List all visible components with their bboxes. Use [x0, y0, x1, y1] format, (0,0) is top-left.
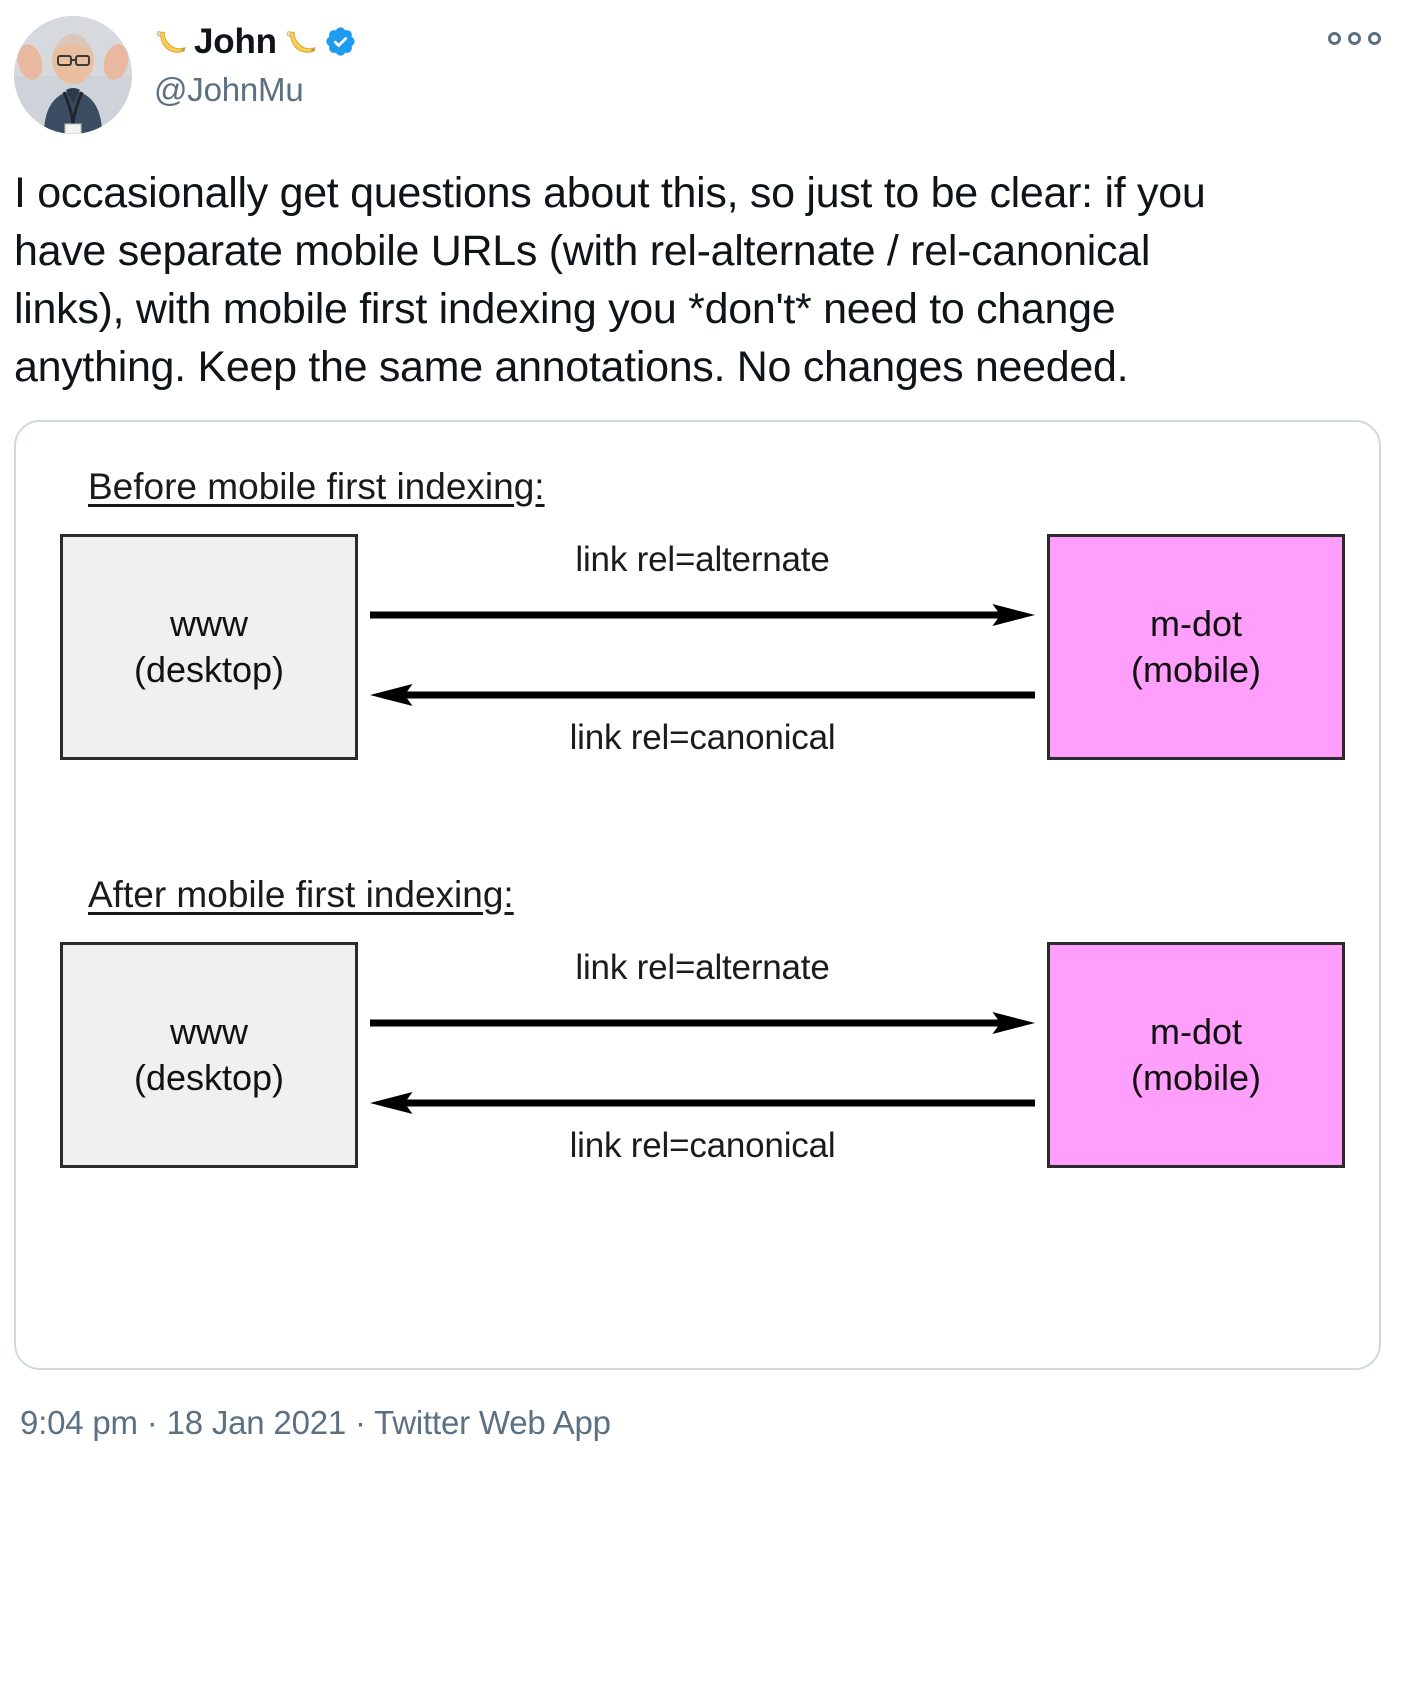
flow-diagram: www (desktop) link rel=alternate	[50, 942, 1345, 1174]
author-handle[interactable]: @JohnMu	[154, 71, 304, 108]
more-dot	[1348, 32, 1361, 45]
connector: link rel=alternate link rel=canoni	[362, 942, 1043, 1168]
avatar[interactable]	[14, 16, 132, 134]
more-dot	[1368, 32, 1381, 45]
verified-icon	[324, 25, 357, 58]
tweet-media-card[interactable]: Before mobile first indexing: www (deskt…	[14, 420, 1381, 1371]
label-rel-canonical: link rel=canonical	[569, 1126, 836, 1166]
node-line-1: www	[170, 1011, 248, 1053]
section-title: After mobile first indexing:	[88, 874, 514, 916]
more-options-icon[interactable]	[1328, 32, 1381, 45]
label-rel-alternate: link rel=alternate	[575, 540, 830, 580]
banana-icon	[154, 25, 187, 58]
node-line-2: (mobile)	[1130, 649, 1262, 691]
label-rel-alternate: link rel=alternate	[575, 948, 830, 988]
arrow-left-icon	[370, 1090, 1035, 1116]
author-name-row[interactable]: John	[154, 24, 357, 59]
display-name: John	[194, 22, 277, 61]
node-www-desktop: www (desktop)	[60, 534, 358, 761]
arrow-right-icon	[370, 602, 1035, 628]
banana-icon	[284, 25, 317, 58]
node-line-2: (desktop)	[133, 649, 285, 691]
node-line-2: (desktop)	[133, 1057, 285, 1099]
tweet-header: John @JohnMu	[14, 10, 1381, 142]
node-m-dot-mobile: m-dot (mobile)	[1047, 534, 1345, 761]
arrow-left-icon	[370, 682, 1035, 708]
flow-diagram: www (desktop) link rel=alternate	[50, 534, 1345, 766]
diagram-section-after: After mobile first indexing: www (deskto…	[50, 874, 1345, 1174]
node-www-desktop: www (desktop)	[60, 942, 358, 1169]
label-rel-canonical: link rel=canonical	[569, 718, 836, 758]
node-line-1: m-dot	[1149, 603, 1243, 645]
connector: link rel=alternate link rel=canoni	[362, 534, 1043, 760]
node-line-1: www	[170, 603, 248, 645]
diagram-section-before: Before mobile first indexing: www (deskt…	[50, 466, 1345, 766]
author-identity: John @JohnMu	[154, 16, 357, 109]
node-line-1: m-dot	[1149, 1011, 1243, 1053]
more-dot	[1328, 32, 1341, 45]
node-m-dot-mobile: m-dot (mobile)	[1047, 942, 1345, 1169]
section-title: Before mobile first indexing:	[88, 466, 545, 508]
tweet-text: I occasionally get questions about this,…	[14, 169, 1206, 392]
node-line-2: (mobile)	[1130, 1057, 1262, 1099]
tweet-timestamp[interactable]: 9:04 pm · 18 Jan 2021 · Twitter Web App	[20, 1404, 611, 1442]
avatar-photo	[14, 16, 132, 134]
arrow-right-icon	[370, 1010, 1035, 1036]
